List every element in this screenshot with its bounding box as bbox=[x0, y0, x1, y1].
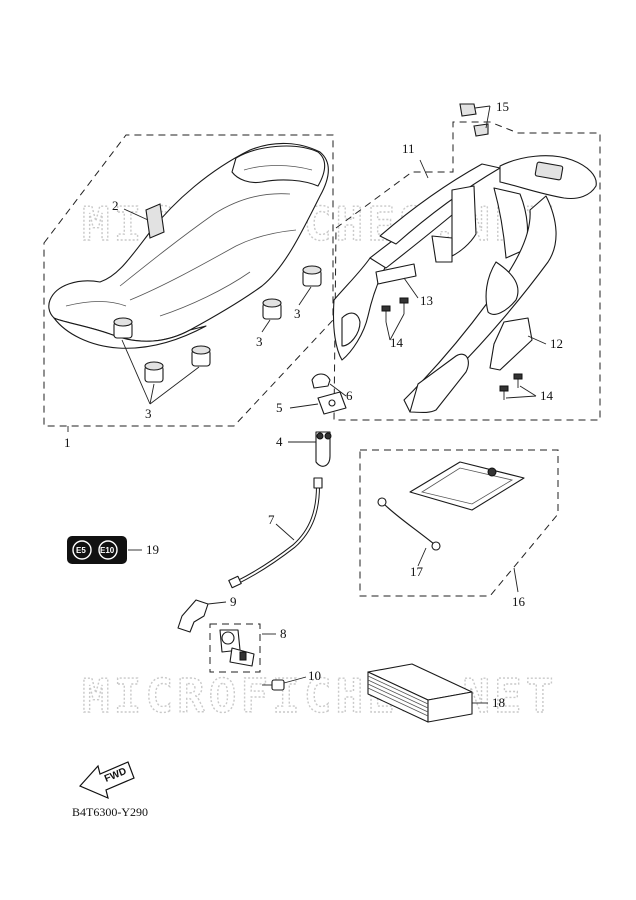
diagram-code: B4T6300-Y290 bbox=[72, 805, 148, 819]
stay-bracket bbox=[375, 263, 417, 285]
callout-13: 13 bbox=[420, 293, 433, 308]
fwd-arrow-icon: FWD bbox=[78, 761, 135, 800]
rail-bracket bbox=[489, 317, 533, 371]
callout-14-left: 14 bbox=[390, 335, 404, 350]
callout-8: 8 bbox=[280, 626, 287, 641]
callout-11: 11 bbox=[402, 141, 415, 156]
callout-4: 4 bbox=[276, 434, 283, 449]
callout-15: 15 bbox=[496, 99, 509, 114]
grab-rail-group-box bbox=[333, 121, 601, 421]
callout-9: 9 bbox=[230, 594, 237, 609]
seat-lock-assembly bbox=[219, 629, 255, 667]
bolt-group bbox=[381, 297, 523, 400]
callout-17: 17 bbox=[410, 564, 424, 579]
lock-group-box bbox=[209, 623, 261, 673]
callout-5: 5 bbox=[276, 400, 283, 415]
callout-10: 10 bbox=[308, 668, 321, 683]
badge-e10: E10 bbox=[100, 546, 115, 555]
callout-16: 16 bbox=[512, 594, 526, 609]
tool-bag bbox=[409, 461, 525, 511]
callout-3-right: 3 bbox=[294, 306, 301, 321]
seat bbox=[48, 142, 329, 349]
seat-group-box bbox=[43, 134, 334, 427]
seat-damper-group bbox=[113, 265, 322, 383]
seat-lock-hook bbox=[311, 373, 347, 467]
callout-3-left: 3 bbox=[145, 406, 152, 421]
helmet-cable bbox=[377, 497, 441, 551]
callout-18: 18 bbox=[492, 695, 505, 710]
fuel-label-badge: E5 E10 bbox=[67, 536, 127, 564]
owners-manual bbox=[367, 663, 473, 723]
callout-14-right: 14 bbox=[540, 388, 554, 403]
callout-1: 1 bbox=[64, 435, 71, 450]
cap-group bbox=[459, 103, 489, 137]
callout-2: 2 bbox=[112, 198, 119, 213]
callout-7: 7 bbox=[268, 512, 275, 527]
rear-frame bbox=[332, 155, 597, 414]
callout-6: 6 bbox=[346, 388, 353, 403]
badge-e5: E5 bbox=[76, 546, 86, 555]
lock-lever bbox=[177, 599, 209, 633]
callout-12: 12 bbox=[550, 336, 563, 351]
watermark-bottom: MICROFICHES.NET bbox=[82, 669, 557, 723]
callout-3-mid: 3 bbox=[256, 334, 263, 349]
lock-bolt bbox=[262, 679, 285, 691]
callout-19: 19 bbox=[146, 542, 159, 557]
tool-group-box bbox=[359, 449, 559, 597]
seat-lock-cable bbox=[228, 477, 323, 589]
